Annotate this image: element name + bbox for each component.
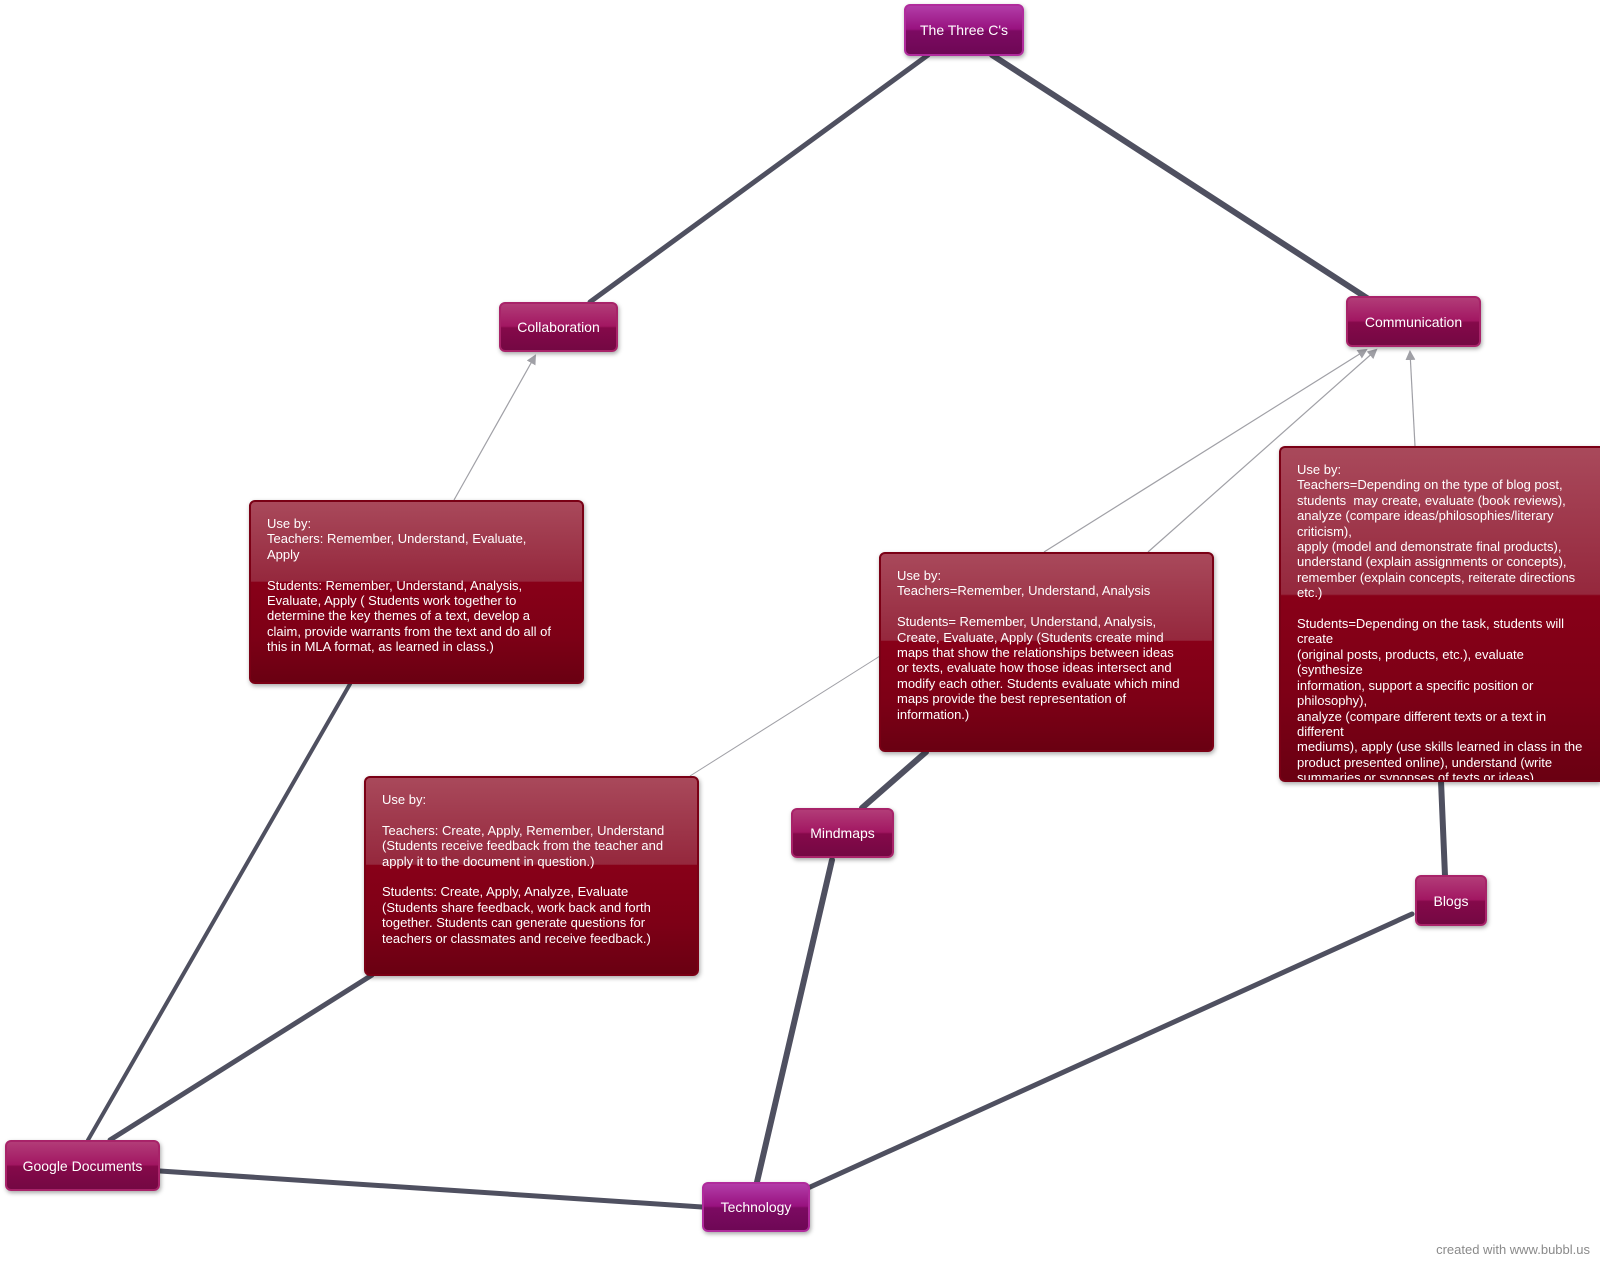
note-collaboration-use[interactable]: Use by: Teachers: Remember, Understand, …	[249, 500, 584, 684]
link-threecs-collaboration	[587, 52, 931, 305]
link-technology-mindmaps	[754, 857, 835, 1185]
link-googledocs-gdnote	[107, 972, 375, 1143]
node-technology[interactable]: Technology	[702, 1182, 810, 1232]
credit-text: created with www.bubbl.us	[1436, 1242, 1590, 1257]
node-mindmaps[interactable]: Mindmaps	[791, 808, 894, 858]
link-blogs-blognote	[1438, 778, 1448, 879]
node-google-documents[interactable]: Google Documents	[5, 1140, 160, 1191]
link-mindmaps-mmnote	[859, 749, 929, 811]
node-three-cs[interactable]: The Three C's	[904, 4, 1024, 56]
arrow-mmnote-communication-2	[1147, 348, 1378, 553]
link-threecs-communication	[989, 52, 1373, 303]
note-google-documents-use[interactable]: Use by: Teachers: Create, Apply, Remembe…	[364, 776, 699, 976]
note-blogs-use[interactable]: Use by: Teachers=Depending on the type o…	[1279, 446, 1600, 782]
note-mindmaps-use[interactable]: Use by: Teachers=Remember, Understand, A…	[879, 552, 1214, 752]
link-googledocs-technology	[157, 1168, 705, 1210]
node-collaboration[interactable]: Collaboration	[499, 302, 618, 352]
arrow-mmnote-communication-1	[1043, 348, 1368, 553]
link-googledocs-collabnote	[86, 682, 352, 1142]
link-gdnote-mmnote	[689, 655, 881, 777]
arrow-collabnote-collaboration	[453, 354, 536, 501]
node-blogs[interactable]: Blogs	[1415, 875, 1487, 926]
link-technology-blogs	[805, 911, 1415, 1191]
arrow-blognote-communication	[1405, 350, 1416, 447]
node-communication[interactable]: Communication	[1346, 296, 1481, 347]
